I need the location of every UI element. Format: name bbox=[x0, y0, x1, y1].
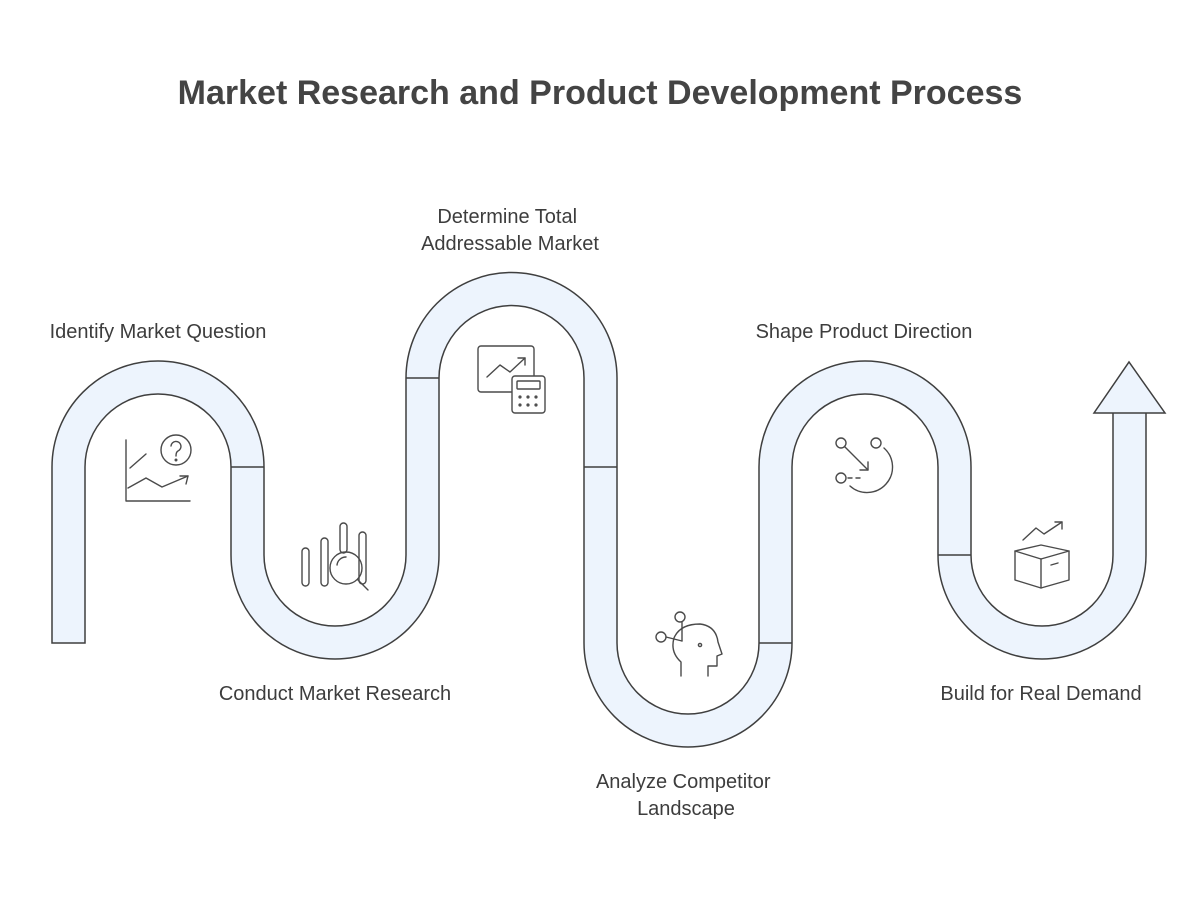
segment-dividers bbox=[231, 377, 971, 644]
head-network-icon bbox=[655, 611, 723, 677]
winding-path bbox=[51, 271, 1167, 748]
box-growth-icon bbox=[1014, 521, 1070, 589]
step-label-6: Build for Real Demand bbox=[940, 683, 1141, 705]
step-label-2: Conduct Market Research bbox=[219, 683, 451, 705]
direction-arrows-icon bbox=[835, 437, 894, 494]
page-title: Market Research and Product Development … bbox=[178, 74, 1023, 112]
magnifier-bars-icon bbox=[301, 522, 369, 591]
step-label-3: Determine Total Addressable Market bbox=[421, 206, 599, 255]
chart-calculator-icon bbox=[477, 345, 546, 414]
step-label-5: Shape Product Direction bbox=[756, 321, 973, 343]
chart-question-icon bbox=[125, 434, 192, 502]
step-label-1: Identify Market Question bbox=[50, 321, 267, 343]
step-label-4: Analyze Competitor Landscape bbox=[596, 771, 776, 820]
